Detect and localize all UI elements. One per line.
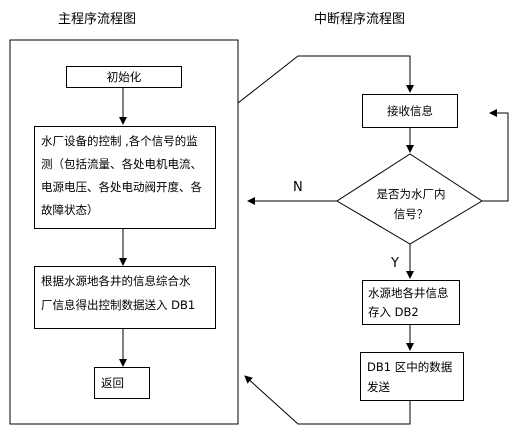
receive-label: 接收信息 (387, 104, 433, 118)
decision-diamond (336, 153, 483, 245)
monitor-line-2: 测（包括流量、各处电机电流、 (41, 157, 202, 171)
store-line-1: 水源地各井信息 (368, 286, 449, 300)
arrow-entry-to-receive (237, 55, 414, 104)
interrupt-flow-title: 中断程序流程图 (314, 12, 406, 27)
init-label: 初始化 (106, 70, 142, 84)
init-box: 初始化 (66, 66, 182, 88)
send-box: DB1 区中的数据 发送 (360, 352, 464, 401)
store-box: 水源地各井信息 存入 DB2 (362, 280, 460, 325)
return-label: 返回 (101, 376, 124, 390)
yes-branch-label: Y (391, 256, 399, 271)
receive-box: 接收信息 (362, 94, 458, 128)
monitor-line-3: 电源电压、各处电动阀开度、各 (41, 180, 202, 194)
decision-line-2: 信号？ (393, 207, 429, 221)
monitor-line-4: 故障状态） (41, 203, 99, 217)
main-program-frame (9, 39, 239, 425)
return-box: 返回 (94, 367, 150, 399)
arrow-loop-back (482, 109, 509, 202)
no-branch-label: N (293, 180, 303, 195)
monitor-box: 水厂设备的控制 ,各个信号的监 测（包括流量、各处电机电流、 电源电压、各处电动… (34, 126, 216, 229)
store-line-2: 存入 DB2 (368, 305, 419, 319)
compute-box: 根据水源地各井的信息综合水 厂信息得出控制数据送入 DB1 (34, 266, 216, 329)
compute-line-1: 根据水源地各井的信息综合水 (41, 274, 191, 288)
arrow-send-to-main (244, 375, 411, 425)
send-line-2: 发送 (367, 380, 390, 394)
send-line-1: DB1 区中的数据 (367, 360, 453, 374)
main-flow-title: 主程序流程图 (58, 12, 137, 27)
monitor-line-1: 水厂设备的控制 ,各个信号的监 (41, 134, 198, 148)
decision-line-1: 是否为水厂内 (376, 187, 446, 201)
compute-line-2: 厂信息得出控制数据送入 DB1 (41, 298, 196, 312)
